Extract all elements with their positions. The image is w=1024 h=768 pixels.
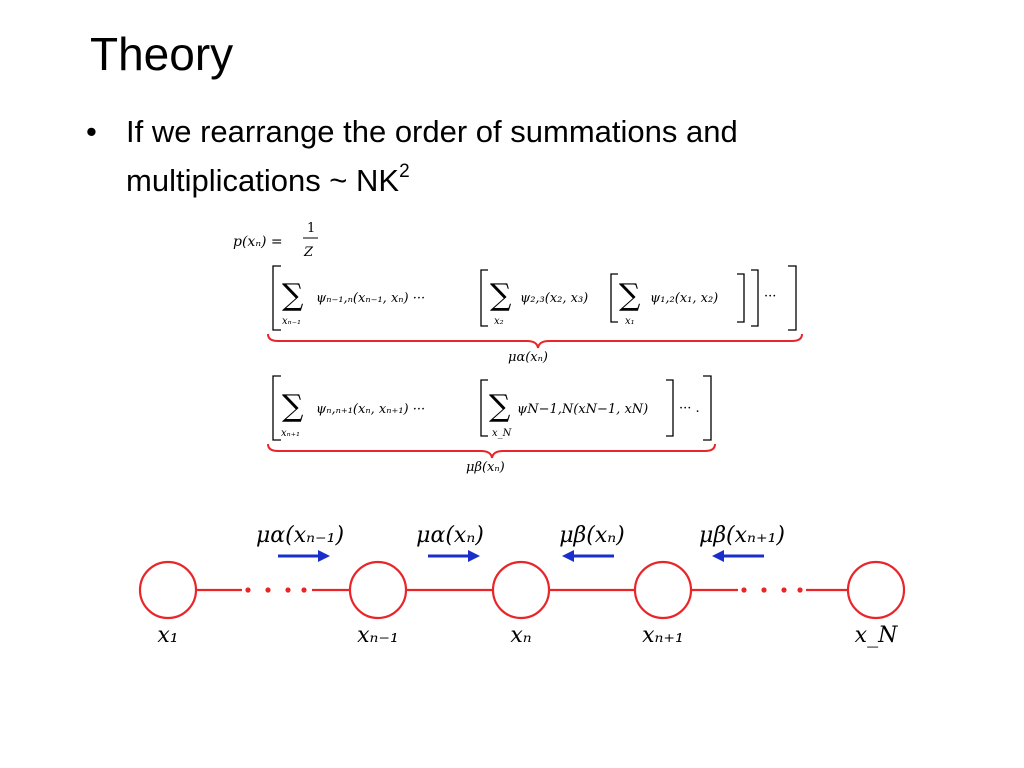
row1-underbrace bbox=[267, 333, 803, 349]
node-label-0: x₁ bbox=[157, 623, 178, 648]
row2-tail: ··· . bbox=[679, 401, 700, 416]
row1-sum-1-sub: xₙ₋₁ bbox=[282, 316, 301, 327]
message-label-3: μβ(xₙ₊₁) bbox=[699, 523, 785, 548]
ellipsis-dot-1-0 bbox=[741, 587, 747, 593]
row2-term-1: ψₙ,ₙ₊₁(xₙ, xₙ₊₁) ··· bbox=[316, 402, 425, 417]
node-label-4: x_N bbox=[855, 623, 898, 648]
eq-frac-numerator: 1 bbox=[307, 221, 315, 236]
message-arrow-head-3 bbox=[712, 550, 724, 562]
row1-outer-bracket-left bbox=[272, 265, 281, 331]
ellipsis-dot-0-0 bbox=[245, 587, 251, 593]
eq-frac-denominator: Z bbox=[303, 245, 314, 260]
row2-brace-label: μβ(xₙ) bbox=[466, 460, 505, 475]
row2-outer-bracket-right bbox=[703, 375, 712, 441]
row2-underbrace bbox=[267, 443, 716, 459]
node-circle-2 bbox=[491, 560, 551, 620]
row1-sum-1: ∑ bbox=[282, 278, 304, 313]
row1-inner-bracket-left bbox=[610, 273, 618, 323]
ellipsis-dot-1-1 bbox=[761, 587, 767, 593]
node-label-3: xₙ₊₁ bbox=[642, 623, 684, 648]
row2-sum-1-sub: xₙ₊₁ bbox=[281, 428, 300, 439]
node-circle-0 bbox=[138, 560, 198, 620]
row1-outer-bracket-right bbox=[788, 265, 797, 331]
eq-row-2: ∑ xₙ₊₁ ψₙ,ₙ₊₁(xₙ, xₙ₊₁) ··· ∑ x_N ψN−1,N… bbox=[267, 375, 716, 475]
row1-sum-3-sub: x₁ bbox=[625, 316, 635, 327]
node-circle-3 bbox=[633, 560, 693, 620]
row2-mid-bracket-right bbox=[666, 379, 674, 437]
ellipsis-dot-1-2 bbox=[781, 587, 787, 593]
row1-mid-bracket-left bbox=[480, 269, 488, 327]
bullet-superscript: 2 bbox=[399, 161, 410, 182]
eq-row-1: ∑ xₙ₋₁ ψₙ₋₁,ₙ(xₙ₋₁, xₙ) ··· ∑ x₂ ψ₂,₃(x₂… bbox=[267, 265, 803, 365]
message-arrow-head-0 bbox=[318, 550, 330, 562]
message-arrow-head-2 bbox=[562, 550, 574, 562]
row2-outer-bracket-left bbox=[272, 375, 281, 441]
ellipsis-dot-0-3 bbox=[301, 587, 307, 593]
bullet-text: If we rearrange the order of summations … bbox=[126, 114, 738, 198]
row1-sum-2: ∑ bbox=[490, 278, 512, 313]
node-label-1: xₙ₋₁ bbox=[357, 623, 399, 648]
bullet-marker: • bbox=[86, 114, 97, 149]
ellipsis-dot-0-2 bbox=[285, 587, 291, 593]
row1-term-2: ψ₂,₃(x₂, x₃) bbox=[520, 291, 588, 306]
row2-mid-bracket-left bbox=[480, 379, 488, 437]
row1-tail: ··· bbox=[764, 289, 776, 304]
row1-term-3: ψ₁,₂(x₁, x₂) bbox=[650, 291, 718, 306]
node-circle-1 bbox=[348, 560, 408, 620]
row1-brace-label: μα(xₙ) bbox=[508, 350, 548, 365]
row1-sum-3: ∑ bbox=[619, 278, 641, 313]
row2-sum-2-sub: x_N bbox=[492, 428, 513, 439]
row1-mid-bracket-right bbox=[751, 269, 759, 327]
row2-sum-1: ∑ bbox=[282, 389, 304, 424]
row1-sum-2-sub: x₂ bbox=[494, 316, 504, 327]
bullet-text-block: If we rearrange the order of summations … bbox=[126, 112, 886, 201]
row2-term-2: ψN−1,N(xN−1, xN) bbox=[517, 402, 648, 417]
row1-inner-bracket-right bbox=[737, 273, 745, 323]
eq-lhs: p(xₙ) = bbox=[233, 234, 283, 250]
row2-sum-2: ∑ bbox=[489, 389, 511, 424]
message-label-2: μβ(xₙ) bbox=[559, 523, 625, 548]
message-label-0: μα(xₙ₋₁) bbox=[256, 523, 344, 548]
ellipsis-dot-0-1 bbox=[265, 587, 271, 593]
node-label-2: xₙ bbox=[510, 623, 531, 648]
message-label-1: μα(xₙ) bbox=[416, 523, 484, 548]
node-circle-4 bbox=[846, 560, 906, 620]
row1-term-1: ψₙ₋₁,ₙ(xₙ₋₁, xₙ) ··· bbox=[316, 291, 425, 306]
slide-title: Theory bbox=[90, 28, 234, 80]
ellipsis-dot-1-3 bbox=[797, 587, 803, 593]
message-arrow-head-1 bbox=[468, 550, 480, 562]
